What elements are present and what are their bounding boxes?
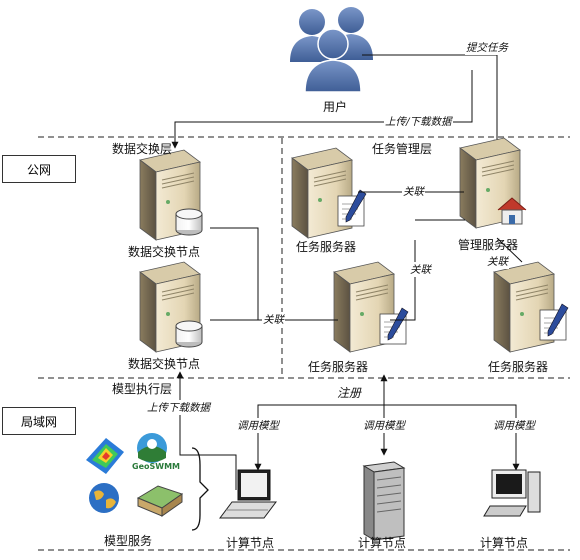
public-net-box: 公网 <box>2 155 76 183</box>
laptop-icon <box>219 469 277 519</box>
geoswmm-logo <box>137 433 167 463</box>
compute-node-label: 计算节点 <box>358 536 407 550</box>
server-pen-icon <box>291 147 367 239</box>
heatmap-icon <box>86 438 124 474</box>
server-house-icon <box>459 137 527 229</box>
relation-line-4 <box>210 227 338 321</box>
model-exec-layer-label: 模型执行层 <box>112 382 173 396</box>
relation-line-3 <box>496 237 523 263</box>
compute-node-label: 计算节点 <box>226 536 275 550</box>
server-pen-icon <box>333 261 409 353</box>
data-exchange-node-label: 数据交换节点 <box>128 245 201 259</box>
data-exchange-node-label: 数据交换节点 <box>128 357 201 371</box>
task-server-label: 任务服务器 <box>296 240 357 254</box>
desktop-pc-icon <box>483 469 541 517</box>
brace <box>191 447 209 531</box>
server-pen-icon <box>493 261 569 353</box>
register-label: 注册 <box>336 384 363 401</box>
user-label: 用户 <box>323 100 348 114</box>
server-database-icon <box>139 149 203 241</box>
relation-label: 关联 <box>486 254 509 269</box>
call-model-label: 调用模型 <box>362 418 406 433</box>
rack-server-icon <box>362 461 406 541</box>
submit-task-arrow <box>362 54 501 147</box>
relation-label: 关联 <box>262 312 285 327</box>
terrain-icon <box>136 485 184 517</box>
mgmt-server-label: 管理服务器 <box>458 238 519 252</box>
task-server-label: 任务服务器 <box>308 360 369 374</box>
call-model-label: 调用模型 <box>492 418 536 433</box>
upload-download-label-2: 上传下载数据 <box>146 400 211 415</box>
task-server-label: 任务服务器 <box>488 360 549 374</box>
relation-label: 关联 <box>402 184 425 199</box>
geoswmm-label: GeoSWMM <box>132 462 180 471</box>
data-exchange-layer-label: 数据交换层 <box>112 142 173 156</box>
upload-download-label: 上传/下载数据 <box>384 114 453 129</box>
submit-task-label: 提交任务 <box>465 40 509 55</box>
task-mgmt-layer-label: 任务管理层 <box>372 142 433 156</box>
globe-icon <box>89 483 119 513</box>
server-database-icon <box>139 261 203 353</box>
compute-node-label: 计算节点 <box>480 536 529 550</box>
model-service-label: 模型服务 <box>104 534 153 548</box>
call-model-label: 调用模型 <box>236 418 280 433</box>
relation-label: 关联 <box>409 262 432 277</box>
upload-download-arrow <box>171 70 473 149</box>
model-upload-arrow <box>176 371 237 490</box>
users-icon <box>290 7 373 93</box>
local-net-box: 局域网 <box>2 407 76 435</box>
